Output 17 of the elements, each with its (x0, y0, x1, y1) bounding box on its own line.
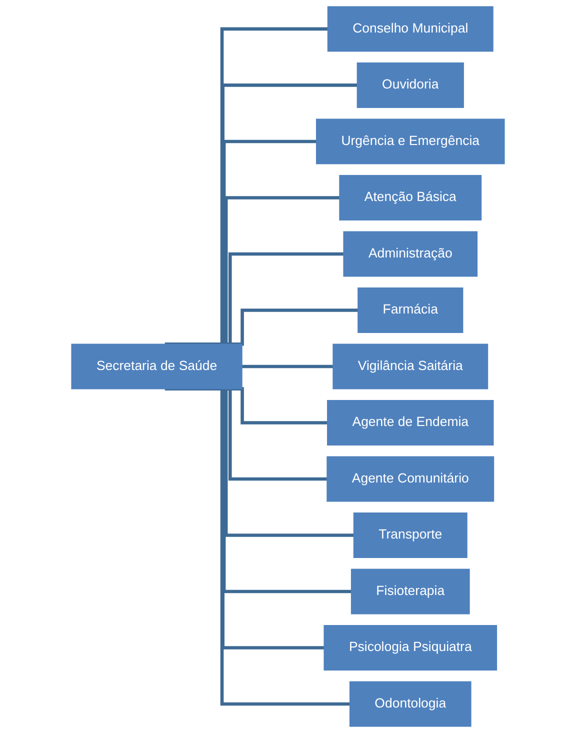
node-box: Odontologia (348, 681, 471, 727)
node-box: Ouvidoria (356, 62, 464, 108)
node-box: Administração (342, 231, 478, 277)
connector (241, 364, 333, 368)
node-box: Vigilância Saitária (332, 344, 488, 390)
node-box: Agente Comunitário (326, 456, 494, 502)
node-box: Psicologia Psiquiatra (323, 625, 497, 671)
node-box: Atenção Básica (338, 174, 482, 220)
node-box: Farmácia (357, 287, 463, 333)
connector (164, 27, 328, 346)
node-box: Urgência e Emergência (315, 118, 504, 164)
node-box: Conselho Municipal (326, 6, 493, 52)
node-box: Fisioterapia (350, 568, 470, 614)
node-box: Secretaria de Saúde (70, 344, 242, 390)
node-box: Transporte (352, 512, 467, 558)
connector (164, 387, 350, 706)
node-box: Agente de Endemia (326, 400, 494, 446)
